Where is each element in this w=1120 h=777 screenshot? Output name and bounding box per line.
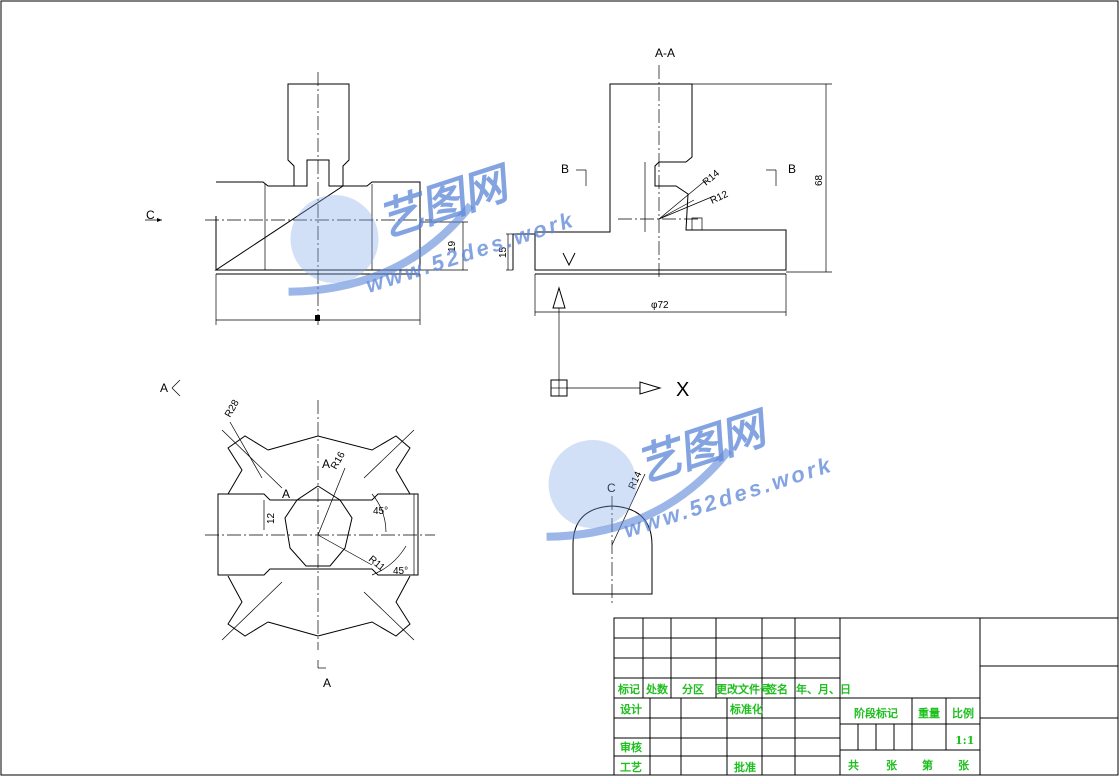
tb-page-end: 张 xyxy=(958,758,970,772)
dim-15: 15 xyxy=(498,246,509,258)
tb-count: 处数 xyxy=(645,682,669,696)
dim-68: 68 xyxy=(814,174,825,186)
coordinate-axes xyxy=(550,286,662,397)
tb-sign: 签名 xyxy=(765,682,788,696)
tb-page: 第 xyxy=(922,758,933,772)
tb-total: 共 xyxy=(848,758,859,772)
dim-dia72: φ72 xyxy=(651,300,669,311)
section-view-aa xyxy=(506,65,832,316)
watermark-globe-icon xyxy=(548,440,637,529)
dim-12: 12 xyxy=(266,512,277,524)
tb-doc: 更改文件号 xyxy=(716,682,771,696)
watermark-1: 艺图网 www.52des.work xyxy=(288,158,578,298)
axis-x-label: X xyxy=(676,379,689,401)
section-title: A-A xyxy=(655,46,675,60)
tb-design: 设计 xyxy=(620,702,642,716)
label-a-inner: A xyxy=(282,487,290,501)
label-b-left: B xyxy=(561,162,569,176)
detail-view-c xyxy=(572,473,653,606)
dim-r12: R12 xyxy=(709,189,731,207)
watermark-globe-icon xyxy=(290,195,379,284)
tb-sheets: 张 xyxy=(886,758,898,772)
label-a-small: A xyxy=(322,457,330,471)
label-a-side: A xyxy=(160,381,168,395)
label-a-bottom: A xyxy=(323,676,331,690)
top-view xyxy=(171,379,435,669)
dim-45-a: 45° xyxy=(373,506,388,517)
tb-date: 年、月、日 xyxy=(796,682,851,696)
tb-review: 审核 xyxy=(620,740,642,754)
tb-mark: 标记 xyxy=(617,682,640,696)
tb-scale: 比例 xyxy=(952,706,974,720)
tb-standard: 标准化 xyxy=(729,702,763,716)
tb-zone: 分区 xyxy=(682,682,704,696)
tb-weight: 重量 xyxy=(918,706,940,720)
tb-approve: 批准 xyxy=(734,760,756,774)
title-block xyxy=(613,617,1119,776)
dim-r14: R14 xyxy=(701,168,722,189)
tb-scale-value: 1:1 xyxy=(955,734,974,747)
tb-stage: 阶段标记 xyxy=(854,706,898,720)
dim-r28: R28 xyxy=(223,398,242,420)
label-c-detail: C xyxy=(607,481,616,495)
dim-19: 19 xyxy=(447,240,458,252)
label-b-right: B xyxy=(788,162,796,176)
dim-r11: R11 xyxy=(366,554,387,574)
dim-45-b: 45° xyxy=(393,566,408,577)
label-c-front: C xyxy=(146,208,155,222)
tb-process: 工艺 xyxy=(620,760,642,774)
